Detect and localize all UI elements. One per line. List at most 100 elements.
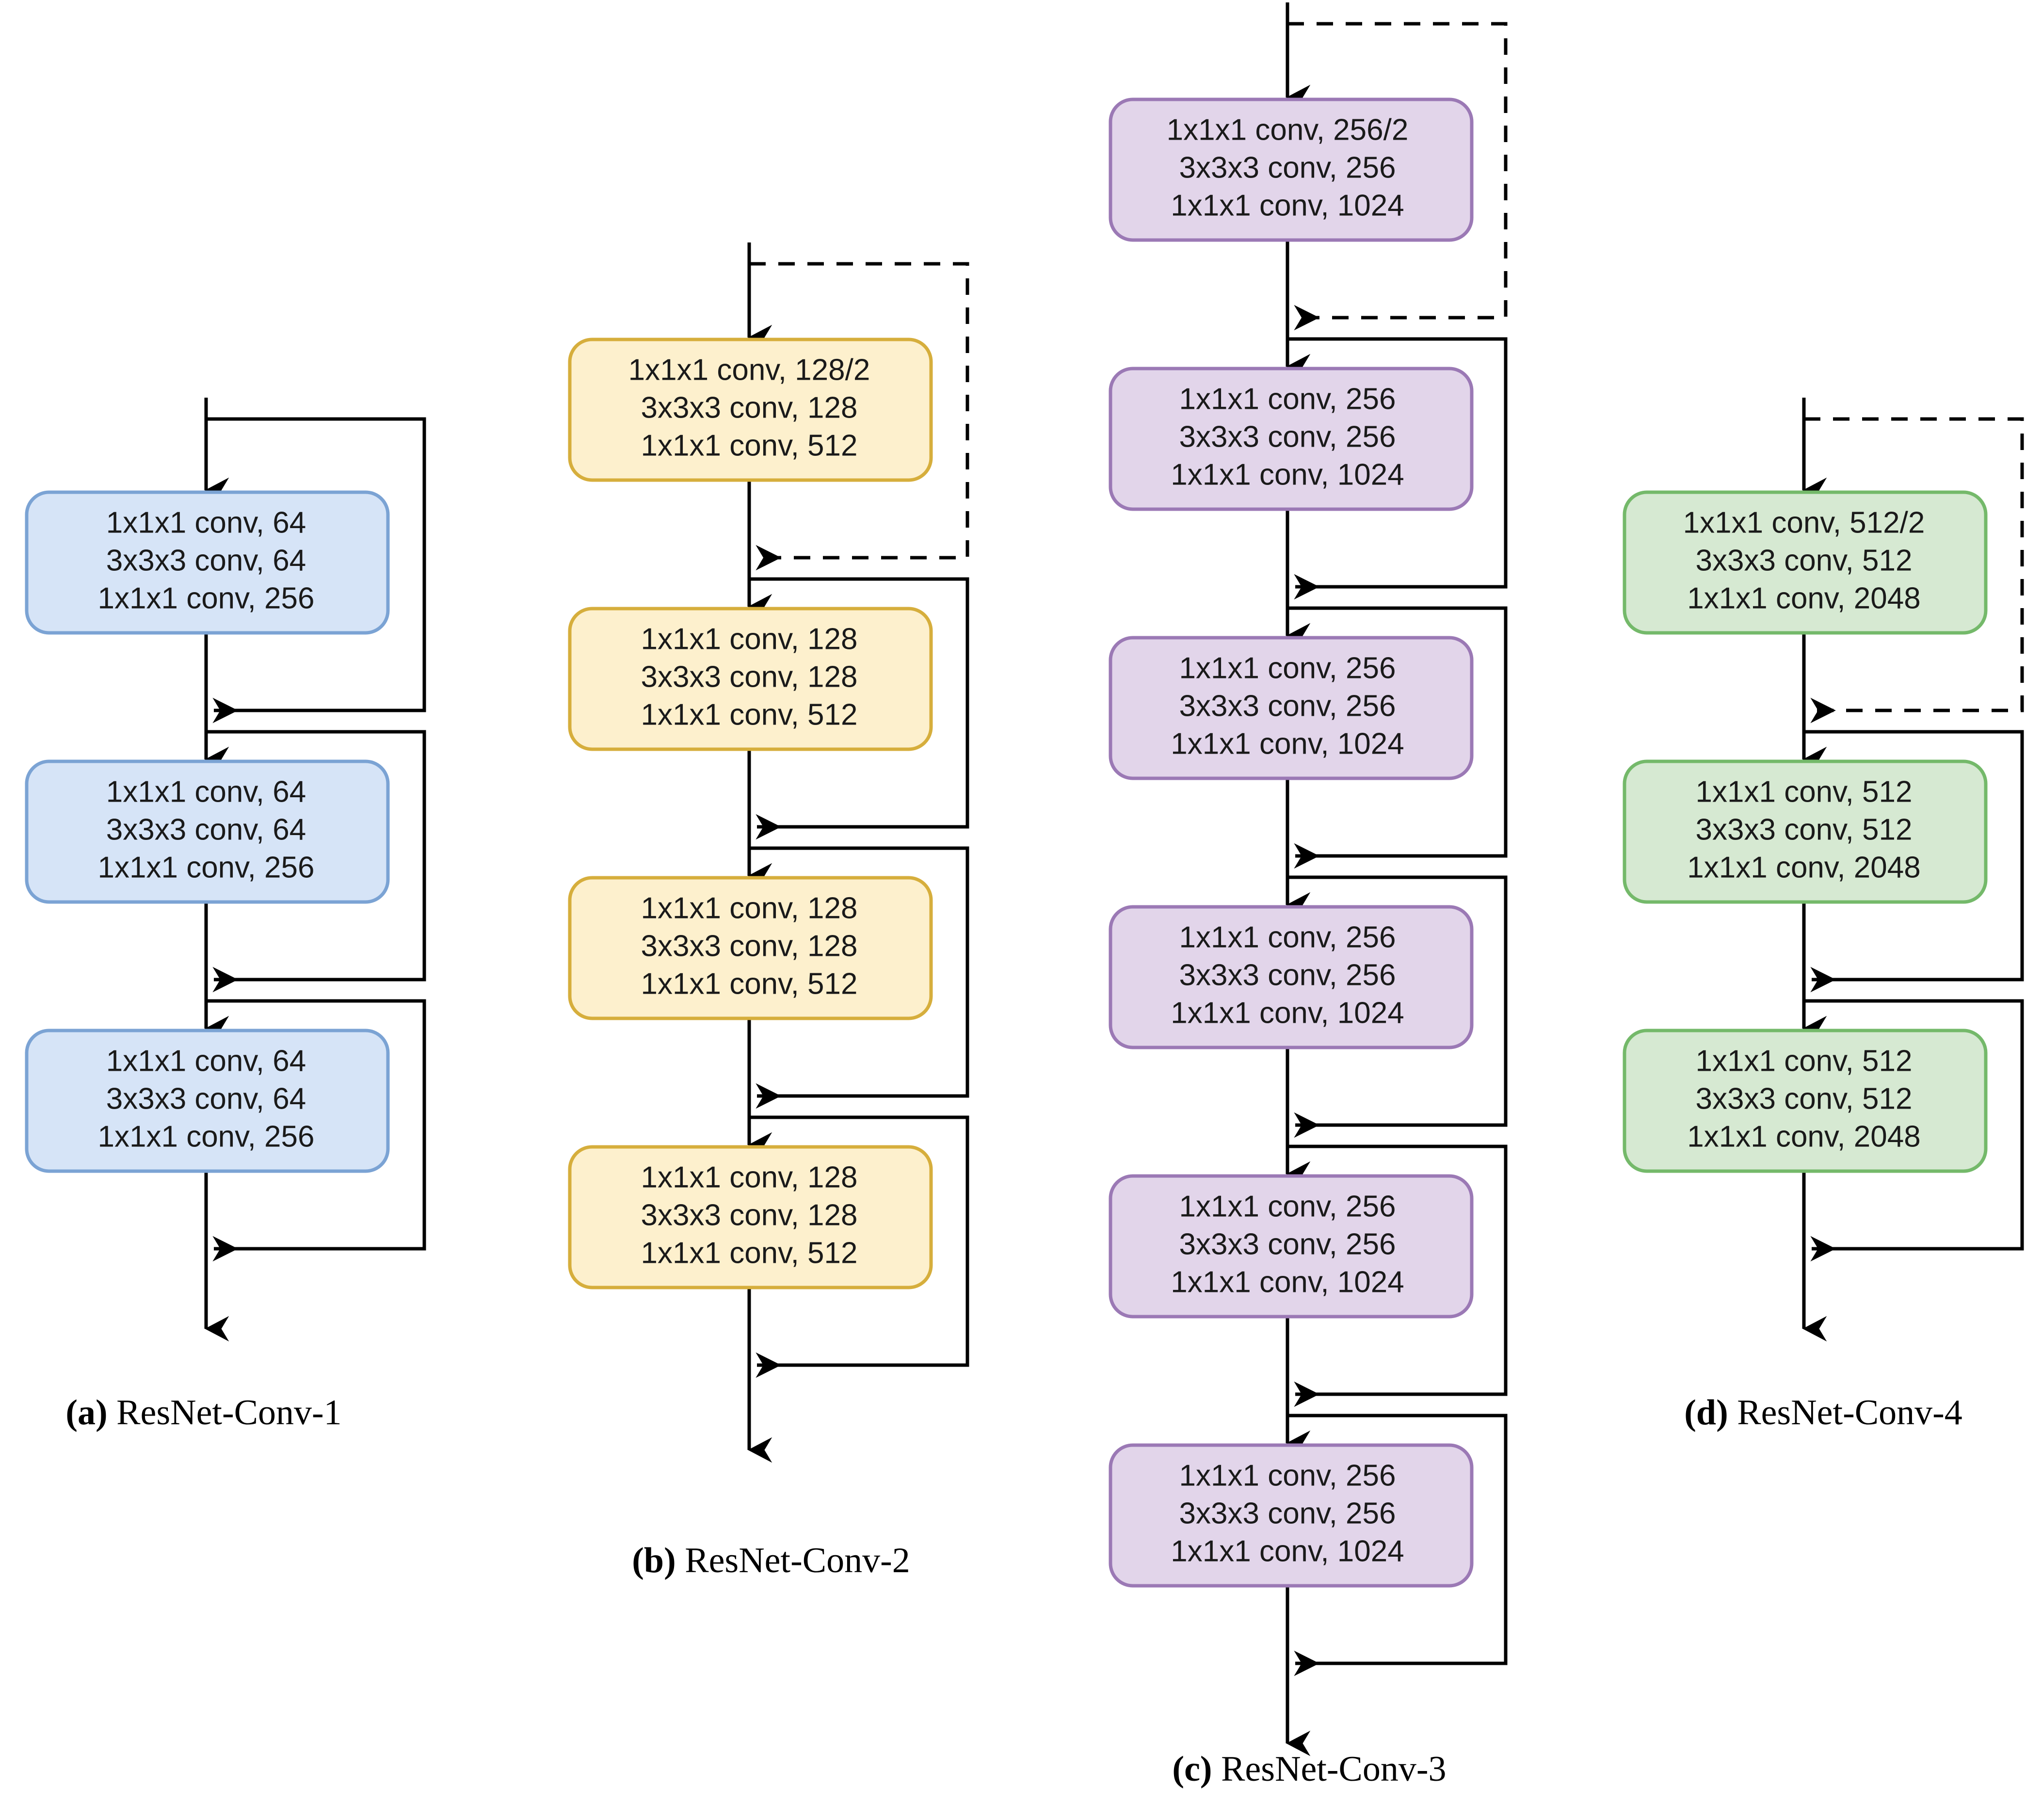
block-line: 1x1x1 conv, 512 (641, 698, 858, 731)
block-body[interactable] (1109, 1174, 1474, 1319)
block-line: 3x3x3 conv, 512 (1696, 1082, 1913, 1115)
block-line: 3x3x3 conv, 256 (1179, 420, 1396, 453)
caption-b: (b) ResNet-Conv-2 (632, 1541, 910, 1580)
block-body[interactable] (1623, 490, 1988, 635)
block-body[interactable] (568, 1145, 933, 1289)
block-line: 1x1x1 conv, 512 (641, 967, 858, 1000)
block-line: 3x3x3 conv, 256 (1179, 1497, 1396, 1530)
caption-tag: (a) (65, 1393, 107, 1433)
shortcut-solid-d-1 (1804, 730, 2024, 993)
shortcut-solid-a-2 (206, 999, 426, 1262)
block-line: 1x1x1 conv, 256 (1179, 382, 1396, 416)
block-line: 1x1x1 conv, 256 (1179, 1190, 1396, 1223)
block-line: 1x1x1 conv, 64 (106, 775, 306, 808)
block-line: 1x1x1 conv, 256 (1179, 920, 1396, 954)
caption-label: ResNet-Conv-3 (1212, 1749, 1447, 1789)
caption-text: (d) ResNet-Conv-4 (1684, 1393, 1962, 1433)
block-line: 3x3x3 conv, 128 (641, 1198, 858, 1232)
panels-root: 1x1x1 conv, 64 3x3x3 conv, 64 1x1x1 conv, … (25, 2, 2024, 1789)
block-body[interactable] (568, 876, 933, 1020)
block-body[interactable] (568, 607, 933, 751)
block-a-2[interactable]: 1x1x1 conv, 64 3x3x3 conv, 64 1x1x1 conv, … (25, 759, 390, 904)
shortcut-solid-c-1 (1287, 337, 1508, 600)
block-line: 1x1x1 conv, 128 (641, 891, 858, 925)
block-line: 1x1x1 conv, 128 (641, 1160, 858, 1194)
caption-a: (a) ResNet-Conv-1 (65, 1393, 341, 1433)
block-line: 3x3x3 conv, 128 (641, 929, 858, 963)
shortcut-solid-c-5 (1287, 1414, 1508, 1676)
block-c-6[interactable]: 1x1x1 conv, 256 3x3x3 conv, 256 1x1x1 conv… (1109, 1443, 1474, 1588)
block-body[interactable] (1109, 636, 1474, 780)
block-b-3[interactable]: 1x1x1 conv, 128 3x3x3 conv, 128 1x1x1 conv… (568, 876, 933, 1020)
caption-label: ResNet-Conv-1 (108, 1393, 342, 1433)
block-body[interactable] (1109, 905, 1474, 1049)
shortcut-dashed-b-0 (749, 262, 969, 571)
block-line: 1x1x1 conv, 256 (1179, 1459, 1396, 1492)
block-line: 3x3x3 conv, 64 (106, 544, 306, 577)
block-line: 1x1x1 conv, 512/2 (1683, 506, 1925, 539)
panel-c-edges (1286, 2, 1508, 1756)
block-line: 3x3x3 conv, 512 (1696, 544, 1913, 577)
block-c-4[interactable]: 1x1x1 conv, 256 3x3x3 conv, 256 1x1x1 conv… (1109, 905, 1474, 1049)
block-line: 3x3x3 conv, 64 (106, 813, 306, 846)
block-b-2[interactable]: 1x1x1 conv, 128 3x3x3 conv, 128 1x1x1 conv… (568, 607, 933, 751)
panel-a-edges (204, 398, 426, 1342)
block-line: 3x3x3 conv, 256 (1179, 1227, 1396, 1261)
block-body[interactable] (1109, 1443, 1474, 1588)
block-body[interactable] (1109, 367, 1474, 511)
block-line: 1x1x1 conv, 128 (641, 622, 858, 656)
block-line: 1x1x1 conv, 1024 (1171, 996, 1404, 1030)
block-body[interactable] (25, 490, 390, 635)
block-c-5[interactable]: 1x1x1 conv, 256 3x3x3 conv, 256 1x1x1 conv… (1109, 1174, 1474, 1319)
block-b-4[interactable]: 1x1x1 conv, 128 3x3x3 conv, 128 1x1x1 conv… (568, 1145, 933, 1289)
shortcut-solid-b-3 (749, 1115, 969, 1378)
block-body[interactable] (25, 759, 390, 904)
block-line: 1x1x1 conv, 512 (1696, 775, 1913, 808)
block-b-1[interactable]: 1x1x1 conv, 128/2 3x3x3 conv, 128 1x1x1 co… (568, 338, 933, 482)
block-body[interactable] (25, 1029, 390, 1173)
block-line: 1x1x1 conv, 2048 (1687, 851, 1920, 884)
block-line: 1x1x1 conv, 64 (106, 506, 306, 539)
shortcut-solid-c-2 (1287, 606, 1508, 869)
block-line: 1x1x1 conv, 256/2 (1167, 113, 1409, 146)
caption-text: (a) ResNet-Conv-1 (65, 1393, 341, 1433)
block-line: 1x1x1 conv, 1024 (1171, 458, 1404, 491)
panel-b-edges (747, 242, 969, 1463)
block-line: 1x1x1 conv, 1024 (1171, 1534, 1404, 1568)
shortcut-solid-c-4 (1287, 1144, 1508, 1407)
caption-label: ResNet-Conv-4 (1728, 1393, 1962, 1433)
shortcut-solid-b-1 (749, 577, 969, 840)
block-line: 1x1x1 conv, 512 (641, 429, 858, 462)
shortcut-dashed-c-0 (1287, 22, 1508, 331)
block-c-2[interactable]: 1x1x1 conv, 256 3x3x3 conv, 256 1x1x1 conv… (1109, 367, 1474, 511)
caption-c: (c) ResNet-Conv-3 (1172, 1749, 1446, 1789)
block-body[interactable] (1623, 1029, 1988, 1173)
caption-tag: (d) (1684, 1393, 1728, 1433)
block-body[interactable] (1623, 759, 1988, 904)
block-line: 3x3x3 conv, 256 (1179, 958, 1396, 992)
block-body[interactable] (568, 338, 933, 482)
block-line: 3x3x3 conv, 128 (641, 391, 858, 424)
block-line: 1x1x1 conv, 1024 (1171, 727, 1404, 760)
block-line: 1x1x1 conv, 512 (641, 1236, 858, 1270)
block-d-2[interactable]: 1x1x1 conv, 512 3x3x3 conv, 512 1x1x1 conv… (1623, 759, 1988, 904)
block-line: 1x1x1 conv, 256 (98, 851, 315, 884)
block-line: 3x3x3 conv, 128 (641, 660, 858, 693)
caption-tag: (c) (1172, 1749, 1212, 1789)
panel-d-edges (1802, 398, 2024, 1342)
block-line: 1x1x1 conv, 1024 (1171, 1265, 1404, 1299)
block-body[interactable] (1109, 97, 1474, 242)
panel-d: 1x1x1 conv, 512/2 3x3x3 conv, 512 1x1x1 co… (1623, 398, 2024, 1433)
shortcut-solid-d-2 (1804, 999, 2024, 1262)
shortcut-solid-c-3 (1287, 875, 1508, 1138)
block-line: 3x3x3 conv, 512 (1696, 813, 1913, 846)
shortcut-solid-a-0 (206, 417, 426, 724)
block-line: 1x1x1 conv, 128/2 (628, 353, 870, 387)
